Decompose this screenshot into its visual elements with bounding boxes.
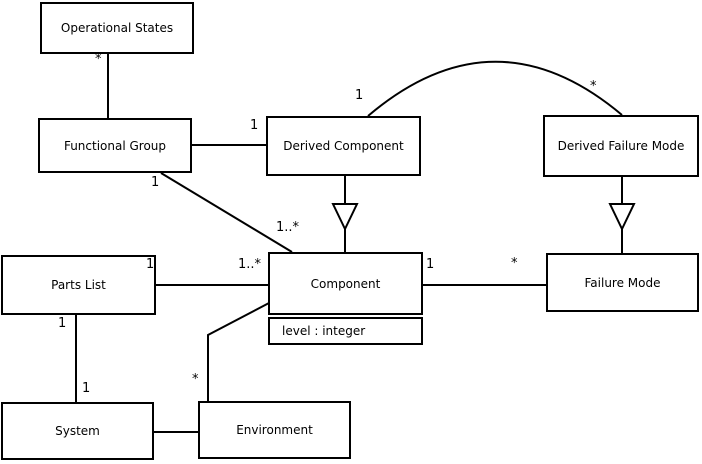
class-box-system: System <box>1 402 154 460</box>
class-attribute: level : integer <box>282 324 366 338</box>
class-box-derived-component: Derived Component <box>266 116 421 176</box>
class-name: System <box>55 424 100 438</box>
class-name: Environment <box>236 423 313 437</box>
class-box-component-name-compartment: Component <box>268 252 423 315</box>
class-box-derived-failure-mode: Derived Failure Mode <box>543 115 699 177</box>
multiplicity-component-end-functional-group: 1..* <box>276 220 300 235</box>
association-component-environment <box>207 302 270 401</box>
generalization-arrow-icon <box>608 203 636 232</box>
multiplicity-component-end-failure-mode: 1 <box>426 257 435 272</box>
class-box-failure-mode: Failure Mode <box>546 253 699 312</box>
class-box-parts-list: Parts List <box>1 255 156 315</box>
association-arc-derived-component-derived-failure-mode <box>367 60 623 117</box>
multiplicity-environment-end-component: * <box>192 372 199 387</box>
class-name: Functional Group <box>63 138 167 153</box>
class-box-component-attribute-compartment: level : integer <box>268 317 423 345</box>
multiplicity-functional-group-end: 1 <box>151 175 160 190</box>
multiplicity-component-end-parts-list: 1..* <box>238 257 262 272</box>
association-functional-group-component <box>160 172 293 253</box>
multiplicity-system-end-parts-list: 1 <box>82 381 91 396</box>
multiplicity-parts-list-end-component: 1 <box>146 257 155 272</box>
multiplicity-derived-component-end: 1 <box>250 118 259 133</box>
class-name: Operational States <box>60 21 174 35</box>
class-name: Component <box>310 276 381 291</box>
class-name: Derived Failure Mode <box>557 139 685 153</box>
multiplicity-failure-mode-end-component: * <box>511 256 518 271</box>
generalization-arrow-icon <box>331 203 359 232</box>
multiplicity-parts-list-end-system: 1 <box>58 316 67 331</box>
class-box-environment: Environment <box>198 401 351 459</box>
class-box-functional-group: Functional Group <box>38 118 192 173</box>
multiplicity-arc-derived-failure-mode-end: * <box>590 79 597 94</box>
class-name: Failure Mode <box>584 275 661 290</box>
multiplicity-operational-states-end: * <box>95 52 102 67</box>
class-box-operational-states: Operational States <box>40 2 194 54</box>
class-name: Derived Component <box>283 139 404 153</box>
class-name: Parts List <box>51 278 106 292</box>
multiplicity-arc-derived-component-end: 1 <box>355 88 364 103</box>
